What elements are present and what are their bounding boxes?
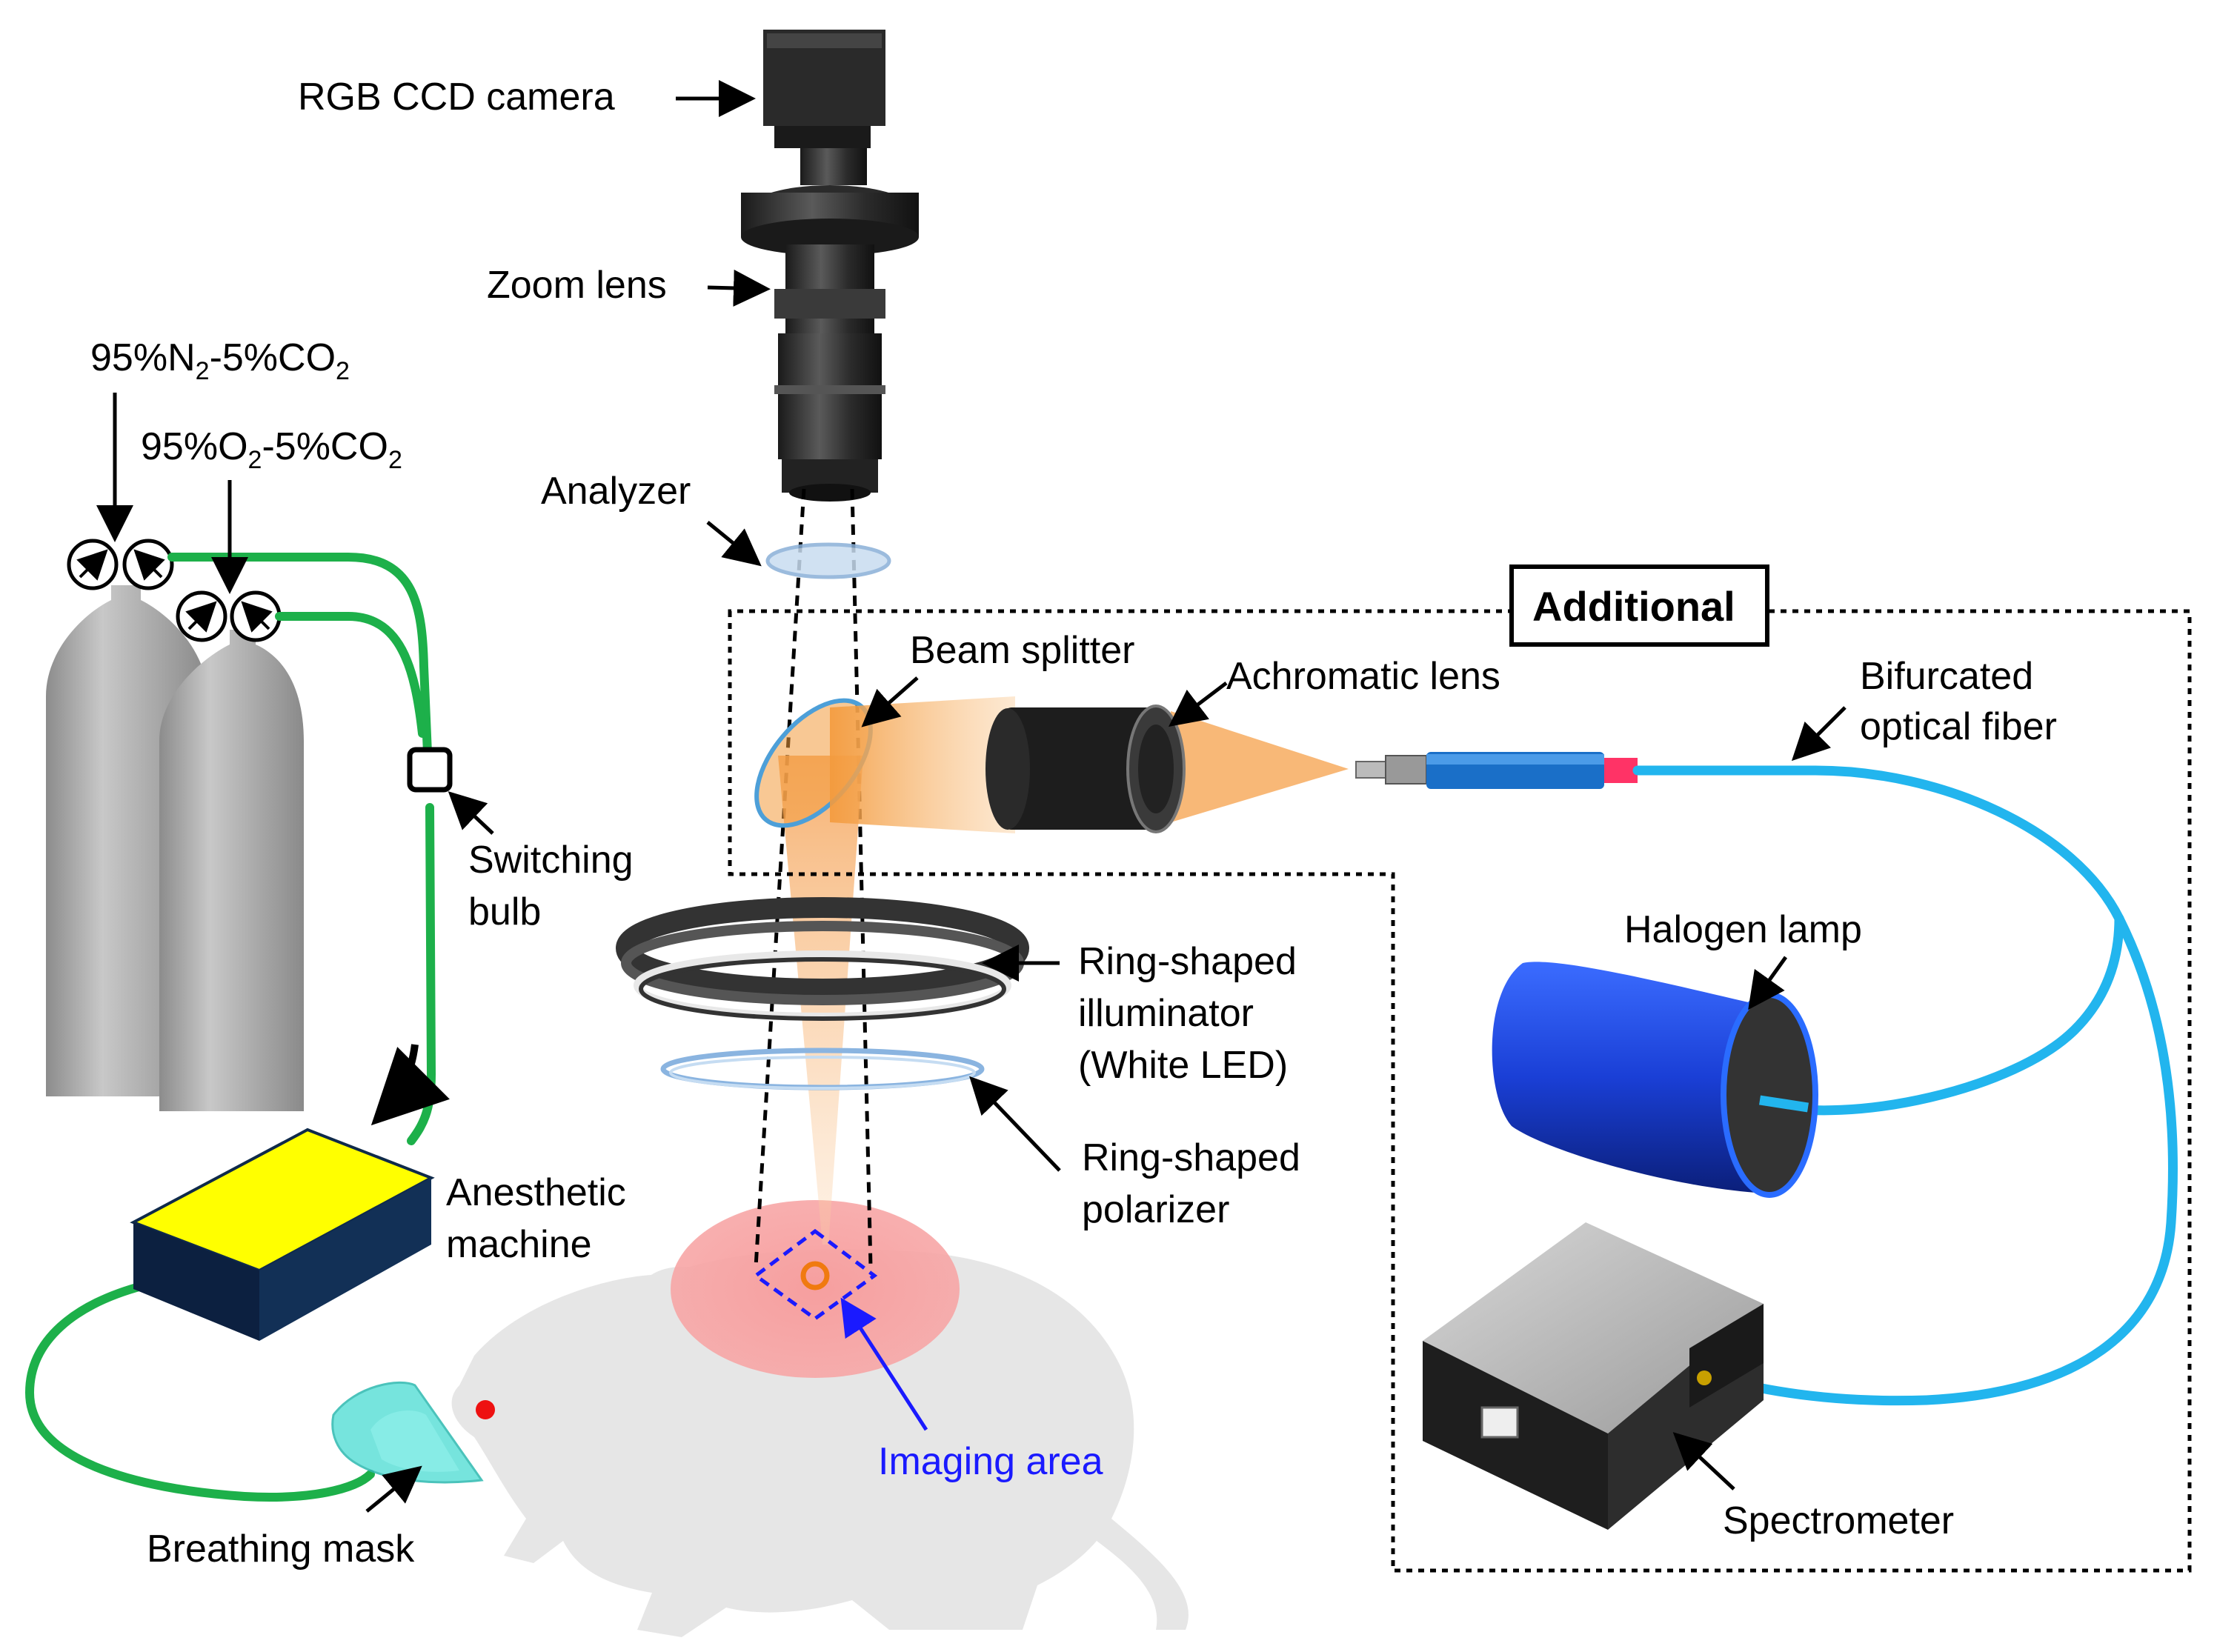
- ring-polarizer: [660, 1048, 985, 1090]
- focused-light-cone: [1171, 711, 1349, 822]
- pointer-arrow: [1672, 1432, 1735, 1491]
- pointer-arrow: [448, 791, 494, 835]
- pressure-gauge-icon: [230, 590, 282, 642]
- pointer-arrow: [969, 1076, 1061, 1172]
- analyzer: [765, 542, 891, 579]
- label-ring-polarizer-line2: polarizer: [1082, 1188, 1229, 1231]
- pointer-arrow: [365, 1465, 422, 1513]
- fiber-connector: [1355, 752, 1638, 789]
- additional-badge: [1509, 564, 1769, 647]
- label-switching-bulb-line2: bulb: [468, 890, 541, 933]
- spectrometer: [1423, 1222, 1764, 1530]
- rgb-ccd-camera: [763, 30, 885, 148]
- label-ring-illuminator-line3: (White LED): [1078, 1044, 1288, 1087]
- horizontal-light-beam: [830, 696, 1015, 833]
- pressure-gauge-icon: [176, 590, 227, 642]
- zoom-lens: [741, 148, 919, 502]
- anesthetic-machine: [130, 1128, 435, 1341]
- label-spectrometer: Spectrometer: [1723, 1499, 1954, 1542]
- imaging-area-marker: [752, 1228, 928, 1431]
- pointer-arrow: [1791, 706, 1847, 762]
- label-halogen-lamp: Halogen lamp: [1624, 908, 1862, 951]
- mouse-silhouette: [451, 1249, 1189, 1637]
- label-rgb-ccd-camera: RGB CCD camera: [298, 76, 615, 119]
- label-bifurcated-line1: Bifurcated: [1860, 655, 2033, 698]
- label-beam-splitter: Beam splitter: [910, 629, 1134, 672]
- breathing-mask: [331, 1381, 484, 1484]
- label-zoom-lens: Zoom lens: [487, 264, 667, 307]
- flow-arrow: [370, 1044, 450, 1126]
- label-switching-bulb-line1: Switching: [468, 839, 634, 882]
- label-ring-polarizer-line1: Ring-shaped: [1082, 1136, 1300, 1179]
- halogen-lamp: [1492, 962, 1818, 1198]
- label-ring-illuminator-line1: Ring-shaped: [1078, 940, 1297, 983]
- label-anesthetic-line1: Anesthetic: [446, 1171, 626, 1214]
- label-imaging-area: Imaging area: [878, 1440, 1103, 1483]
- pointer-arrow: [1169, 682, 1228, 727]
- label-bifurcated-line2: optical fiber: [1860, 705, 2057, 748]
- optical-path: [754, 488, 873, 1268]
- label-breathing-mask: Breathing mask: [147, 1528, 415, 1571]
- label-gas-n2: 95%N2-5%CO2: [90, 336, 350, 385]
- pressure-gauge-icon: [67, 539, 119, 590]
- label-additional: Additional: [1532, 583, 1735, 630]
- label-analyzer: Analyzer: [541, 470, 691, 513]
- pointer-arrow: [1748, 956, 1788, 1010]
- pointer-arrow: [861, 676, 919, 727]
- switching-bulb-icon: [407, 747, 453, 793]
- label-anesthetic-line2: machine: [446, 1223, 592, 1266]
- label-gas-o2: 95%O2-5%CO2: [141, 425, 402, 474]
- label-ring-illuminator-line2: illuminator: [1078, 992, 1254, 1035]
- additional-region: [728, 609, 2192, 1573]
- label-achromatic-lens: Achromatic lens: [1226, 655, 1500, 698]
- bifurcated-optical-fiber: [1632, 765, 2178, 1406]
- pointer-arrow: [707, 269, 771, 307]
- pointer-arrow: [706, 521, 762, 567]
- mouse-eye: [476, 1400, 495, 1419]
- pressure-gauge-icon: [122, 539, 174, 590]
- achromatic-lens: [985, 705, 1186, 833]
- gas-cylinder-o2: [159, 630, 304, 1111]
